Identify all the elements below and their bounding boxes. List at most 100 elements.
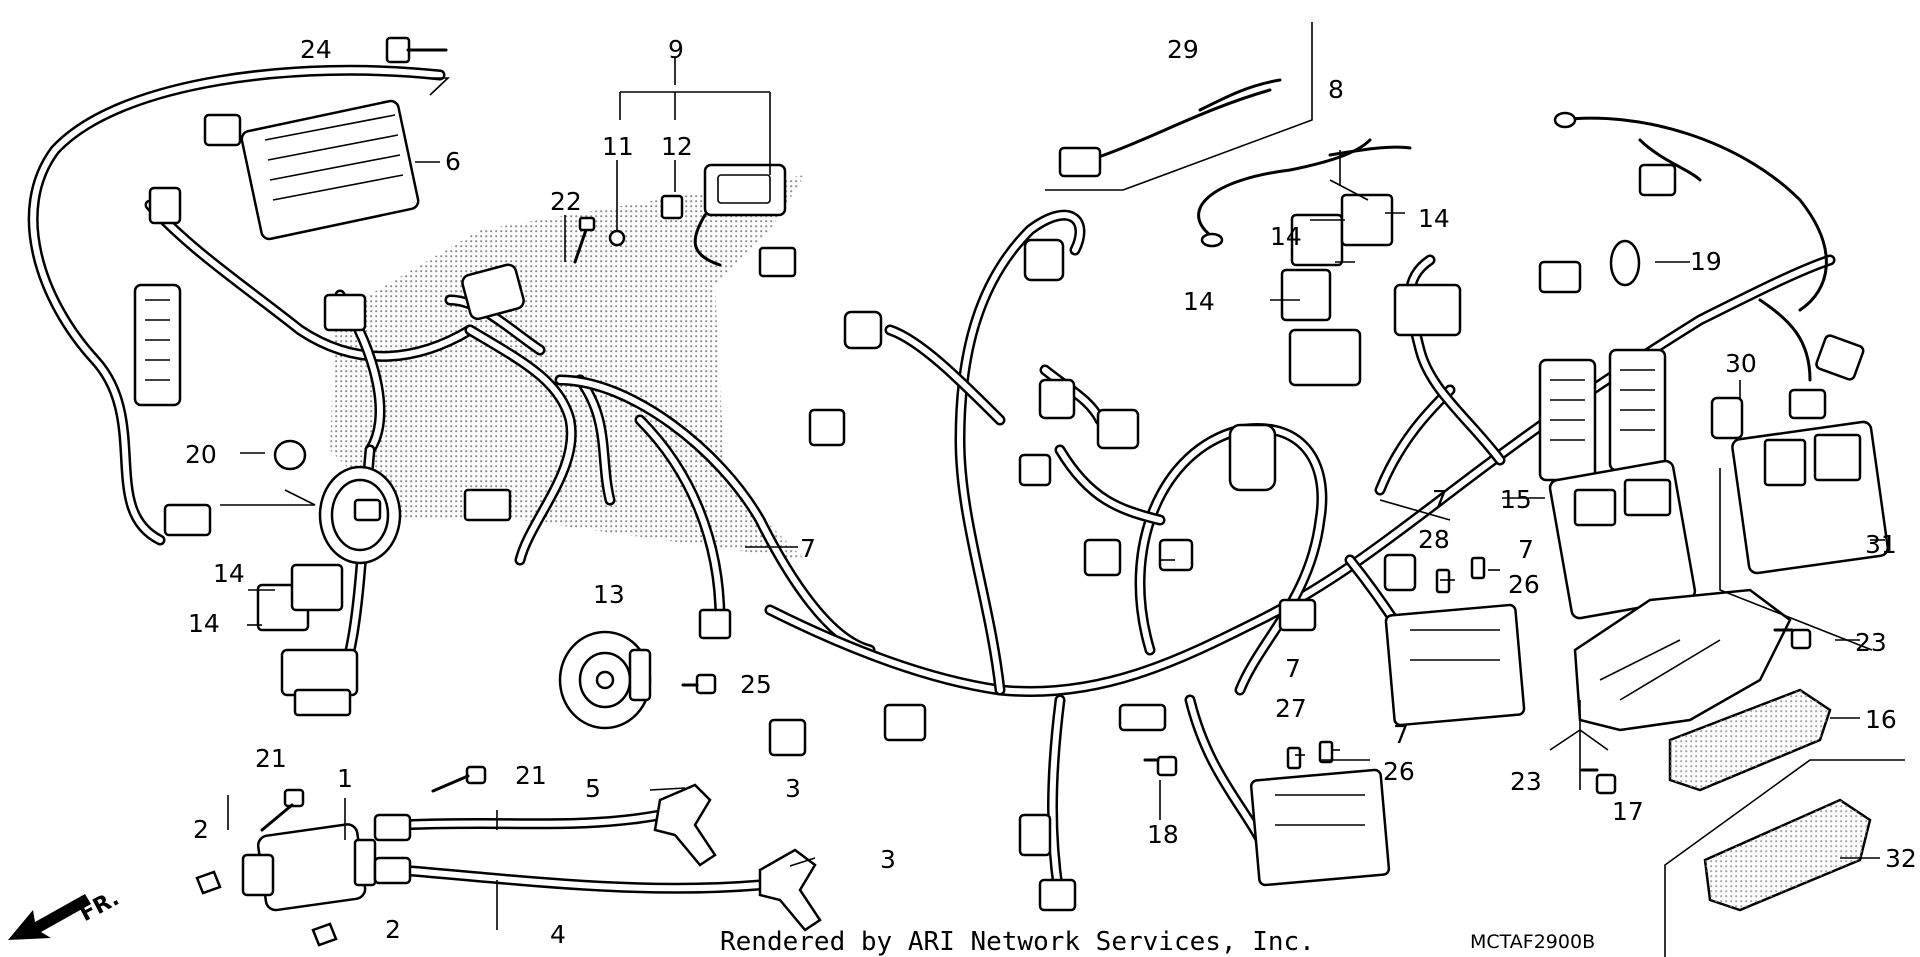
plug-wire-5 xyxy=(373,809,666,842)
bracket-17 xyxy=(1573,588,1792,732)
connector-mid xyxy=(698,608,732,640)
left-connector-block xyxy=(133,283,182,407)
frame-lines xyxy=(1045,22,1905,957)
bolt-24 xyxy=(385,36,448,64)
drawing-code: MCTAF2900B xyxy=(1470,931,1595,953)
grommet-12 xyxy=(660,194,684,220)
cover-32 xyxy=(1703,798,1872,912)
callout-23-lower: 23 xyxy=(1510,767,1542,796)
callout-5: 5 xyxy=(585,774,601,803)
sub-harness-8 xyxy=(1197,138,1412,248)
callout-labels: 24 6 9 11 12 22 20 14 14 13 25 7 21 1 21… xyxy=(185,35,1917,949)
bolt-22 xyxy=(573,216,596,264)
bolt-21-left xyxy=(260,788,305,832)
callout-9: 9 xyxy=(668,35,684,64)
callout-11: 11 xyxy=(602,132,634,161)
rubber-boot xyxy=(461,263,525,321)
plug-cap-lower xyxy=(758,848,822,932)
fuse-26-lower xyxy=(1318,740,1334,764)
callout-15: 15 xyxy=(1500,485,1532,514)
callout-7-lower-a: 7 xyxy=(1285,654,1301,683)
callout-26-lower: 26 xyxy=(1383,757,1415,786)
callout-2-lower: 2 xyxy=(385,915,401,944)
relays-lower-left xyxy=(256,563,359,717)
callout-14-right-a: 14 xyxy=(1270,222,1302,251)
case-16 xyxy=(1668,688,1832,792)
callout-24: 24 xyxy=(300,35,332,64)
washer-11 xyxy=(608,229,626,247)
connector-pair-15 xyxy=(1538,348,1667,482)
right-sub-harness xyxy=(1553,111,1865,420)
callout-7-center: 7 xyxy=(800,534,816,563)
front-direction-arrow-icon xyxy=(8,894,91,940)
callout-21-left: 21 xyxy=(255,744,287,773)
cylinder-unit xyxy=(318,465,402,565)
relays-upper-right xyxy=(1280,193,1462,387)
fuse-box-upper xyxy=(1384,603,1526,727)
callout-4: 4 xyxy=(550,920,566,949)
callout-18: 18 xyxy=(1147,820,1179,849)
bolt-23-lower xyxy=(1580,768,1617,795)
callout-14-left-b: 14 xyxy=(188,609,220,638)
harness-clamp xyxy=(273,439,307,471)
callout-28: 28 xyxy=(1418,525,1450,554)
callout-8: 8 xyxy=(1328,75,1344,104)
clamp-2-lower xyxy=(311,922,338,947)
part-30 xyxy=(1710,396,1744,440)
callout-29: 29 xyxy=(1167,35,1199,64)
callout-27: 27 xyxy=(1275,694,1307,723)
fuse-box-lower xyxy=(1249,768,1391,887)
bolt-25 xyxy=(681,673,717,695)
leader-lines xyxy=(220,58,1885,930)
callout-14-right-c: 14 xyxy=(1183,287,1215,316)
ignition-coil xyxy=(241,823,377,912)
callout-22: 22 xyxy=(550,187,582,216)
small-coupler-2 xyxy=(323,293,367,332)
callout-30: 30 xyxy=(1725,349,1757,378)
meter-unit xyxy=(693,163,797,278)
callout-2-upper: 2 xyxy=(193,815,209,844)
callout-7-right-b: 7 xyxy=(1518,535,1534,564)
callout-26-upper: 26 xyxy=(1508,570,1540,599)
front-harness-bundle xyxy=(464,324,876,656)
connector-upper-right xyxy=(1538,260,1582,294)
ecu-31 xyxy=(1731,420,1889,575)
front-direction-label: FR. xyxy=(76,886,124,927)
callout-12: 12 xyxy=(661,132,693,161)
stipple-shading-left xyxy=(330,175,805,560)
callout-14-right-b: 14 xyxy=(1418,204,1450,233)
callout-20: 20 xyxy=(185,440,217,469)
callout-14-left-a: 14 xyxy=(213,559,245,588)
fuse-28 xyxy=(1435,568,1451,594)
callout-7-right-a: 7 xyxy=(1432,485,1448,514)
horn xyxy=(558,630,652,730)
callout-25: 25 xyxy=(740,670,772,699)
plug-wire-4 xyxy=(373,856,766,894)
fuse-27 xyxy=(1286,746,1302,770)
clamp-19 xyxy=(1609,239,1641,287)
callout-7-lower-b: 7 xyxy=(1393,720,1409,749)
connector-small-mid xyxy=(463,488,512,522)
callout-1: 1 xyxy=(337,764,353,793)
footer-credit: Rendered by ARI Network Services, Inc. xyxy=(720,927,1315,957)
callout-19: 19 xyxy=(1690,247,1722,276)
callout-6: 6 xyxy=(445,147,461,176)
callout-3-upper: 3 xyxy=(785,774,801,803)
harness-couplers xyxy=(768,238,1417,912)
bolt-18 xyxy=(1143,755,1178,777)
regulator-rectifier xyxy=(203,99,420,241)
sub-harness-29 xyxy=(1058,78,1282,178)
coupler-left-low xyxy=(163,503,212,537)
ecm-unit xyxy=(1548,459,1697,620)
callout-16: 16 xyxy=(1865,705,1897,734)
bolt-23-upper xyxy=(1773,628,1812,650)
callout-13: 13 xyxy=(593,580,625,609)
callout-21-right: 21 xyxy=(515,761,547,790)
callout-3-lower: 3 xyxy=(880,845,896,874)
bolt-21-right xyxy=(431,765,487,793)
fuse-26-upper xyxy=(1470,556,1486,580)
callout-32: 32 xyxy=(1885,844,1917,873)
callout-31: 31 xyxy=(1865,530,1897,559)
callout-17: 17 xyxy=(1612,797,1644,826)
